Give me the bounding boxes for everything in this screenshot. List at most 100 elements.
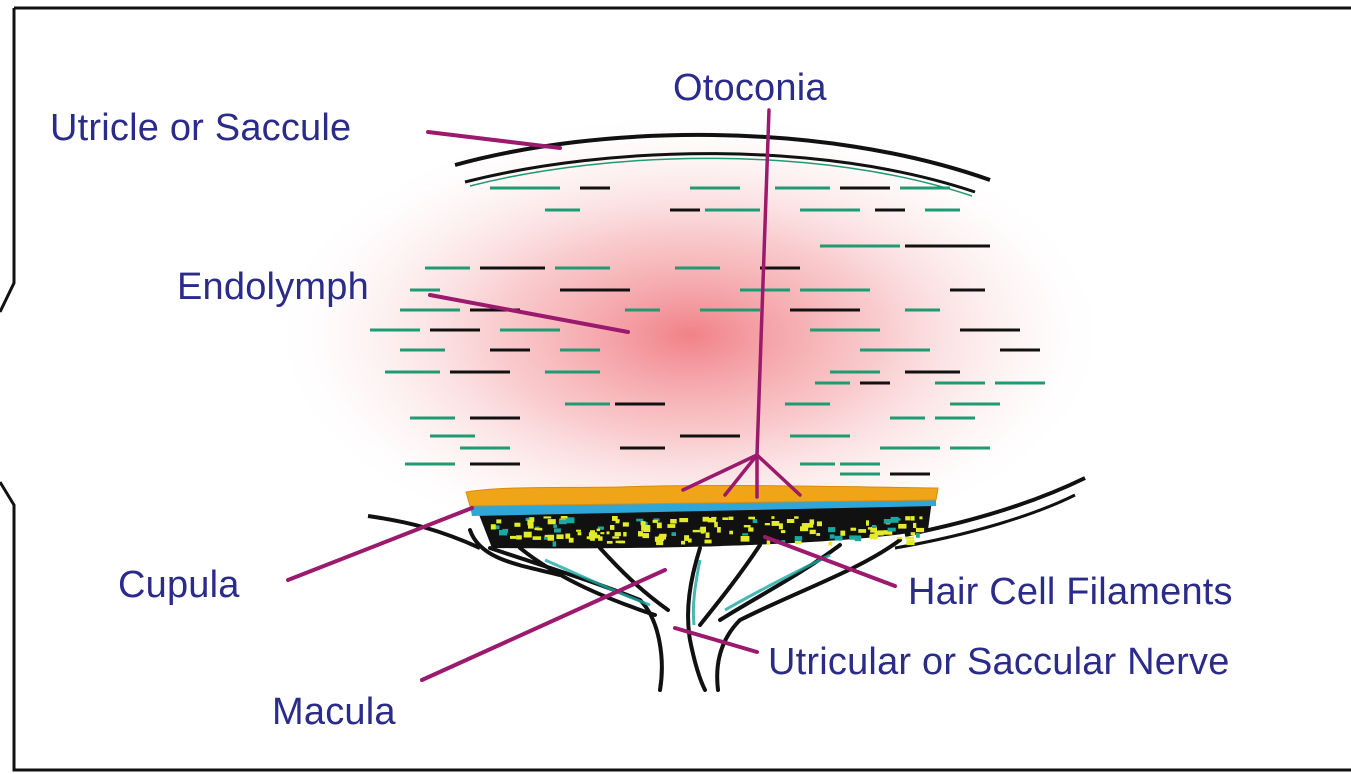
hair-cell-speck	[717, 527, 721, 533]
hair-cell-speck	[714, 522, 718, 528]
hair-cell-speck	[849, 535, 856, 539]
hair-cell-speck	[643, 527, 650, 533]
label-endolymph: Endolymph	[177, 265, 369, 309]
hair-cell-speck	[514, 523, 520, 527]
hair-cell-speck	[748, 527, 753, 531]
hair-cell-speck	[795, 541, 802, 544]
hair-cell-speck	[767, 540, 771, 545]
hair-cell-speck	[610, 525, 614, 530]
hair-cell-speck	[779, 523, 783, 529]
hair-cell-speck	[911, 532, 916, 535]
hair-cell-speck	[897, 537, 903, 539]
hair-cell-speck	[830, 534, 835, 538]
hair-cell-speck	[643, 533, 650, 538]
hair-cell-speck	[569, 538, 574, 543]
hair-cell-speck	[878, 530, 884, 535]
hair-cell-speck	[616, 541, 624, 543]
hair-cell-speck	[829, 542, 833, 546]
hair-cell-speck	[816, 533, 820, 536]
hair-cell-speck	[578, 532, 582, 535]
hair-cell-speck	[530, 520, 533, 525]
hair-cell-speck	[868, 527, 871, 529]
hair-cell-speck	[554, 528, 561, 532]
hair-cell-speck	[612, 536, 619, 538]
hair-cell-speck	[553, 541, 557, 546]
hair-cell-speck	[840, 531, 845, 536]
hair-cell-speck	[593, 535, 600, 539]
hair-cell-speck	[828, 527, 835, 532]
hair-cell-speck	[742, 533, 748, 535]
hair-cell-speck	[711, 517, 716, 520]
hair-cell-speck	[516, 535, 522, 539]
label-macula: Macula	[272, 690, 396, 734]
hair-cell-speck	[561, 516, 568, 518]
hair-cell-speck	[911, 516, 915, 521]
hair-cell-speck	[670, 519, 677, 524]
hair-cell-speck	[587, 536, 594, 539]
hair-cell-speck	[576, 530, 581, 532]
hair-cell-speck	[636, 519, 643, 522]
hair-cell-speck	[919, 516, 922, 519]
label-utricle-or-saccule: Utricle or Saccule	[50, 106, 351, 150]
hair-cell-speck	[688, 539, 692, 543]
hair-cell-speck	[905, 516, 911, 520]
hair-cell-speck	[741, 536, 750, 542]
hair-cell-speck	[870, 534, 877, 540]
label-utricular-or-saccular-nerve: Utricular or Saccular Nerve	[768, 640, 1230, 684]
hair-cell-speck	[553, 525, 557, 528]
hair-cell-speck	[616, 520, 620, 523]
hair-cell-speck	[772, 521, 780, 526]
hair-cell-speck	[607, 541, 613, 544]
hair-cell-speck	[744, 525, 751, 527]
label-hair-cell-filaments: Hair Cell Filaments	[908, 570, 1233, 614]
hair-cell-speck	[559, 520, 567, 525]
hair-cell-speck	[872, 525, 877, 528]
hair-cell-speck	[496, 519, 501, 523]
hair-cell-speck	[502, 529, 508, 533]
hair-cell-speck	[700, 527, 706, 533]
hair-cell-speck	[795, 536, 802, 541]
hair-cell-speck	[858, 529, 866, 533]
hair-cell-speck	[510, 536, 516, 539]
hair-cell-speck	[765, 523, 770, 525]
hair-cell-speck	[771, 516, 774, 519]
hair-cell-speck	[653, 520, 658, 523]
hair-cell-speck	[794, 516, 799, 519]
hair-cell-speck	[491, 524, 496, 529]
hair-cell-speck	[905, 537, 914, 540]
hair-cell-speck	[657, 523, 662, 529]
hair-cell-speck	[623, 522, 629, 526]
hair-cell-speck	[891, 517, 899, 523]
hair-cell-speck	[851, 528, 857, 531]
hair-cell-speck	[672, 532, 677, 536]
nerve-leader	[675, 628, 757, 652]
hair-cell-speck	[600, 532, 604, 534]
hair-cell-speck	[623, 532, 626, 537]
hair-cell-speck	[693, 530, 700, 532]
hair-cell-speck	[597, 529, 600, 532]
macula-leader	[422, 570, 665, 680]
hair-cell-speck	[835, 536, 843, 541]
hair-cell-speck	[810, 530, 816, 534]
hair-cell-speck	[679, 518, 688, 522]
hair-cell-speck	[705, 540, 712, 544]
hair-cell-speck	[524, 532, 532, 538]
hair-cell-speck	[655, 537, 659, 542]
hair-cell-speck	[802, 523, 811, 527]
hair-cell-speck	[875, 531, 879, 534]
hair-cell-speck	[817, 521, 822, 526]
hair-cell-speck	[781, 530, 785, 533]
hair-cell-speck	[884, 519, 891, 524]
hair-cell-speck	[866, 520, 869, 525]
hair-cell-speck	[544, 516, 552, 518]
hair-cell-speck	[729, 531, 733, 535]
label-cupula: Cupula	[118, 563, 240, 607]
hair-cell-speck	[706, 532, 710, 538]
hair-cell-speck	[898, 524, 906, 529]
hair-cell-speck	[528, 524, 534, 529]
hair-cell-speck	[681, 541, 685, 545]
hair-cell-speck	[638, 531, 643, 536]
hair-cell-speck	[548, 535, 555, 541]
hair-cell-speck	[913, 523, 916, 528]
hair-cell-speck	[729, 517, 734, 520]
